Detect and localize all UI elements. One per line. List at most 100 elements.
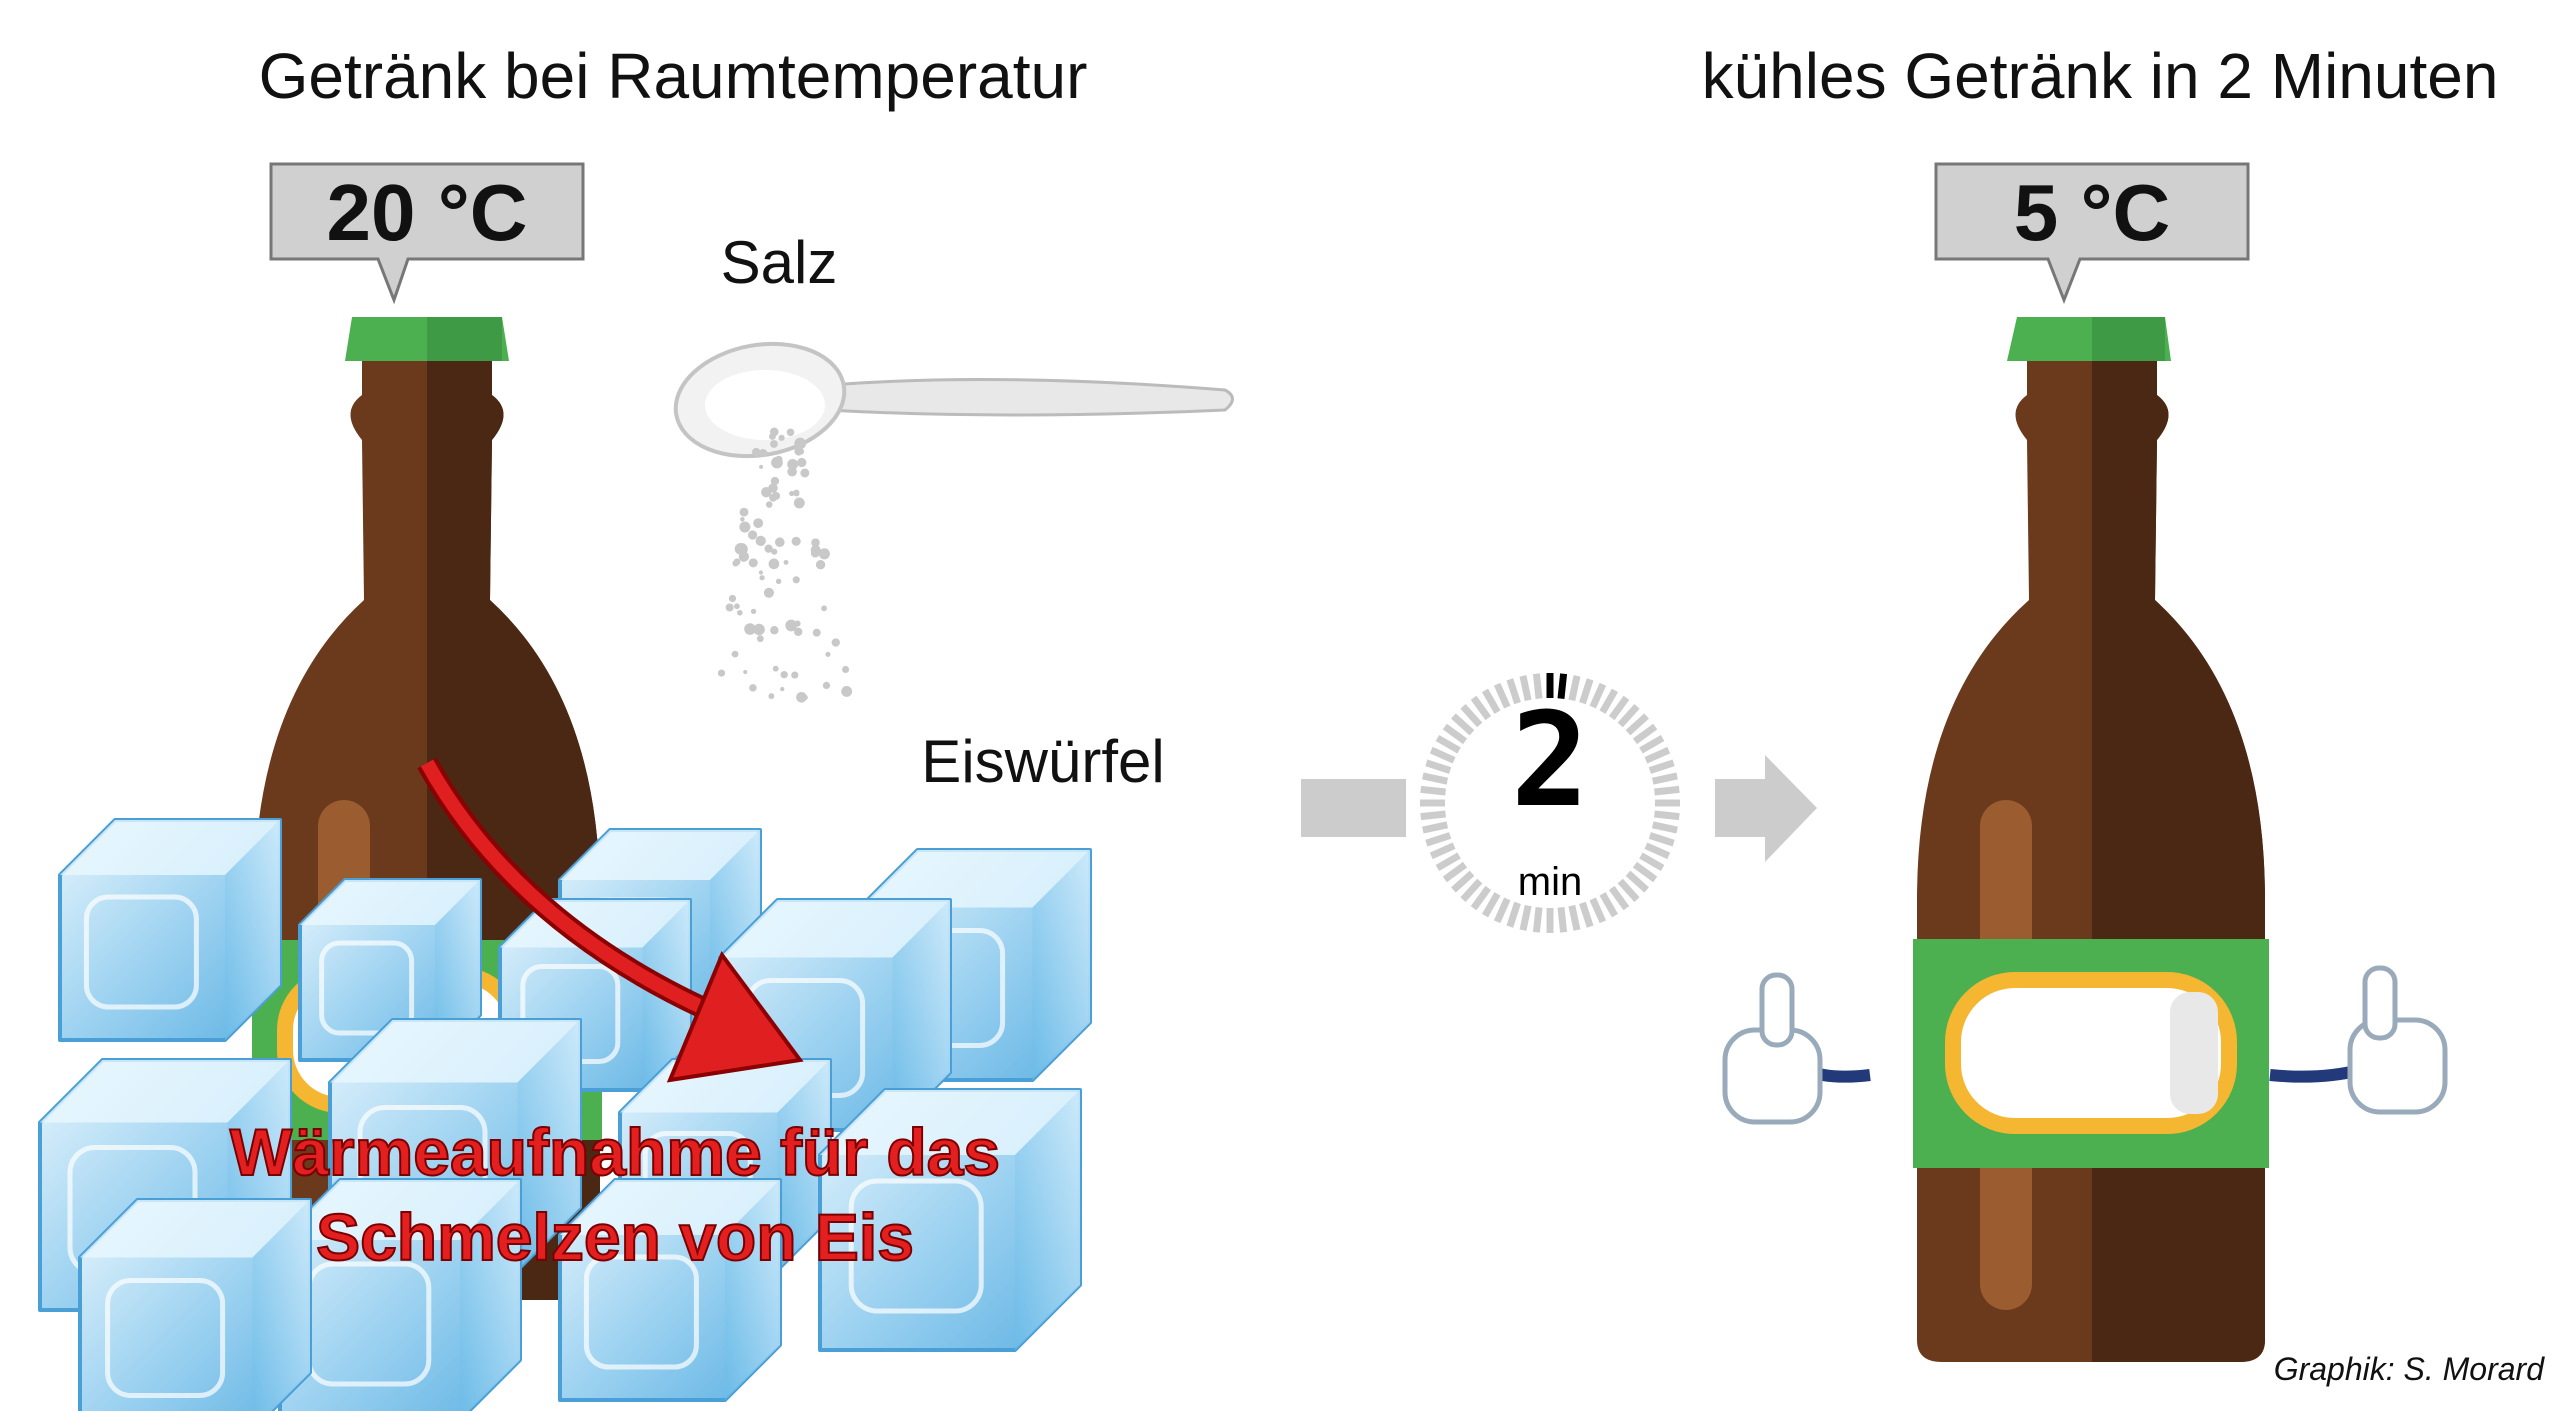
timer-tick xyxy=(1460,878,1483,902)
timer-tick xyxy=(1425,759,1452,774)
salt-grain xyxy=(768,558,780,570)
timer-tick xyxy=(1442,861,1468,883)
timer-tick xyxy=(1481,688,1501,714)
ice-cube xyxy=(558,1178,782,1402)
salt-grain xyxy=(734,542,747,555)
timer-tick xyxy=(1648,832,1675,847)
timer-tick xyxy=(1470,695,1492,721)
ice-cube-side xyxy=(225,820,280,1040)
salt-grain xyxy=(798,448,805,455)
salt-grain xyxy=(753,518,764,529)
salt-grain xyxy=(810,544,821,555)
salt-grain xyxy=(787,458,799,470)
salt-grain xyxy=(769,493,778,502)
ice-cube-top xyxy=(720,900,950,958)
timer-tick xyxy=(1589,897,1607,924)
timer-tick xyxy=(1557,907,1568,933)
salt-grain xyxy=(755,535,766,547)
happy-bottle-icon xyxy=(1722,317,2448,1362)
salt-grain xyxy=(728,594,737,603)
timer-tick xyxy=(1579,678,1594,705)
timer-tick xyxy=(1470,885,1492,911)
timer-tick xyxy=(1519,675,1532,702)
ice-cube-side xyxy=(252,1200,310,1411)
salt-grain xyxy=(796,691,807,703)
timer-tick xyxy=(1493,897,1511,924)
salt-grain xyxy=(778,434,785,441)
salt-grain xyxy=(734,603,740,610)
heat-absorption-label-line1: Wärmeaufnahme für das xyxy=(230,1115,1000,1189)
ice-cubes-icon xyxy=(38,818,1092,1411)
salt-grain xyxy=(793,627,803,637)
timer-tick xyxy=(1608,885,1630,911)
salt-grain xyxy=(749,684,757,692)
salt-grain xyxy=(793,497,805,509)
salt-grain xyxy=(759,464,764,469)
timer-tick xyxy=(1608,695,1630,721)
ice-cube-side xyxy=(460,1180,520,1411)
salt-grain xyxy=(802,694,808,701)
salt-grain xyxy=(770,440,778,448)
ice-cube-side xyxy=(777,1060,830,1270)
salt-grain xyxy=(753,623,765,636)
timer-tick xyxy=(1429,746,1456,764)
temperature-callout-after: 5 °C xyxy=(1934,162,2250,305)
timer-tick xyxy=(1435,734,1461,754)
thumbs-up-left-icon xyxy=(1722,972,1823,1125)
ice-cube-top xyxy=(280,1180,520,1240)
salt-label: Salz xyxy=(721,229,838,296)
temperature-before: 20 °C xyxy=(327,168,528,257)
salt-grain xyxy=(789,490,795,497)
timer-tick xyxy=(1425,832,1452,847)
timer-tick xyxy=(1648,759,1675,774)
salt-grain xyxy=(772,665,779,672)
salt-grain xyxy=(780,670,788,679)
salt-grain xyxy=(744,623,756,635)
timer-tick xyxy=(1557,673,1568,699)
timer-tick xyxy=(1506,901,1521,928)
salt-grain xyxy=(759,575,765,581)
timer-tick xyxy=(1579,901,1594,928)
ice-cube-top xyxy=(820,1090,1080,1155)
salt-grain xyxy=(791,671,799,679)
ice-cube-highlight xyxy=(583,1254,699,1370)
timer-tick xyxy=(1451,870,1475,893)
timer-tick xyxy=(1617,704,1640,728)
salt-grain xyxy=(717,669,726,677)
salt-grain xyxy=(764,544,773,553)
ice-cube xyxy=(818,1088,1082,1352)
salt-grain xyxy=(740,517,745,522)
ice-cube-top xyxy=(560,830,760,880)
salt-grain xyxy=(812,628,821,637)
salt-grain xyxy=(811,538,820,547)
ice-cube-highlight xyxy=(83,894,199,1010)
salt-grain xyxy=(842,665,850,673)
salt-grain xyxy=(841,686,853,697)
timer-tick xyxy=(1654,810,1680,821)
salt-grain xyxy=(785,619,798,632)
ice-cube-side xyxy=(517,1020,580,1270)
ice-cube-highlight xyxy=(848,1178,984,1314)
timer-tick xyxy=(1632,861,1658,883)
salt-grain xyxy=(825,651,831,657)
timer-tick xyxy=(1451,713,1475,736)
salt-grain xyxy=(765,501,773,508)
salt-grain xyxy=(750,608,757,615)
salt-grain xyxy=(761,487,772,498)
salt-grain xyxy=(763,587,774,598)
timer-tick xyxy=(1639,852,1665,872)
ice-cube-top xyxy=(560,1180,780,1235)
timer-tick xyxy=(1532,673,1543,699)
salt-grain xyxy=(747,530,758,540)
timer-value: 2 xyxy=(1511,684,1589,836)
timer-tick xyxy=(1506,678,1521,705)
salt-grain xyxy=(756,635,764,643)
ice-cube-side xyxy=(1015,1090,1080,1350)
ice-cube xyxy=(58,818,282,1042)
ice-cube-top xyxy=(80,1200,310,1258)
timer-tick xyxy=(1617,878,1640,902)
timer-tick xyxy=(1429,842,1456,860)
salt-grain xyxy=(774,537,785,548)
